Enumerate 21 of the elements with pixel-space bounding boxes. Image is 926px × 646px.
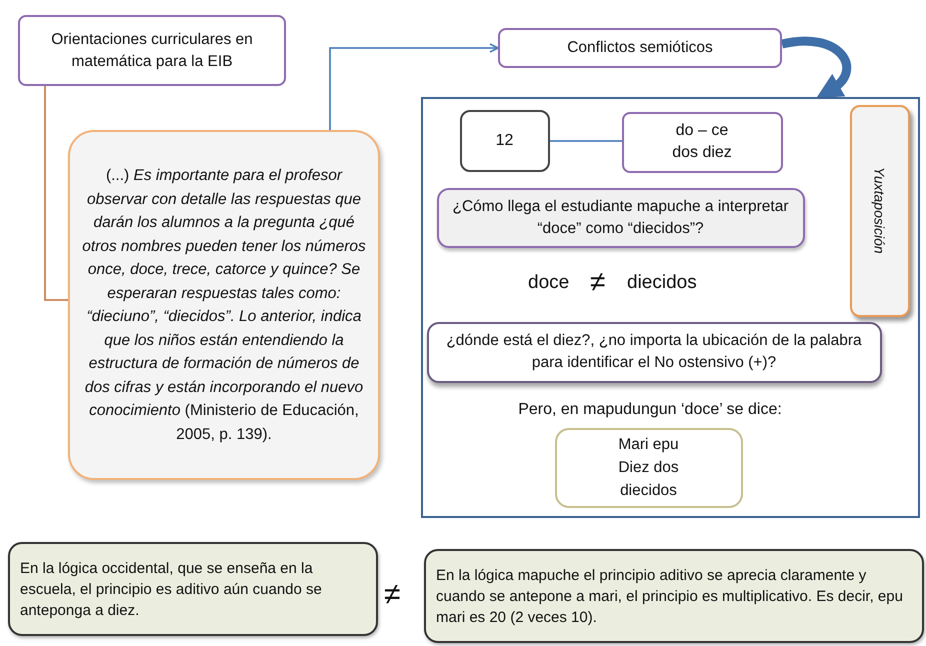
word-label: doce xyxy=(528,272,570,295)
connector-line xyxy=(44,86,68,301)
syllable-box: do – ce dos diez xyxy=(622,112,782,172)
word-label: diecidos xyxy=(627,272,697,295)
note-box: En la lógica occidental, que se enseña en la escuela, el principio es aditivo aún cuando se anteponga a diez. xyxy=(8,542,378,636)
concept-box: Conflictos semióticos xyxy=(498,28,782,68)
note-box: En la lógica mapuche el principio aditivo se aprecia claramente y cuando se antepone a mari, el principio es multiplicativo. Es decir, epu mari es 20 (2 veces 10). xyxy=(424,549,924,643)
translation-box: Mari epu Diez dos diecidos xyxy=(554,428,742,508)
not-equal-sign: ≠ xyxy=(590,265,606,299)
question-box: ¿dónde está el diez?, ¿no importa la ubicación de la palabra para identificar el No ostensivo (+)? xyxy=(426,322,882,382)
frame-box xyxy=(421,97,920,518)
number-box: 12 xyxy=(460,110,550,172)
not-equal-sign: ≠ xyxy=(384,577,400,613)
curved-arrow xyxy=(781,36,852,100)
quote-box: (...) Es importante para el profesor observar con detalle las respuestas que darán los alumnos a la pregunta ¿qué otros nombres pueden tener los números once, doce, trece, catorce y quince? Se esperaran respuestas tales como: “dieciuno”, “diecidos”. Lo anterior, indica que los niños están entendiendo la estructura de formación de números de dos cifras y están incorporando el nuevo conocimiento (Ministerio de Educación, 2005, p. 139). xyxy=(68,130,380,480)
vertical-tab: Yuxtaposición xyxy=(850,104,910,316)
topic-box: Orientaciones curriculares en matemática para la EIB xyxy=(18,15,286,86)
arrow xyxy=(329,43,499,130)
connector-line xyxy=(550,140,622,142)
question-box: ¿Cómo llega el estudiante mapuche a interpretar “doce” como “diecidos”? xyxy=(436,188,804,248)
note-text: Pero, en mapudungun ‘doce’ se dice: xyxy=(517,400,783,420)
